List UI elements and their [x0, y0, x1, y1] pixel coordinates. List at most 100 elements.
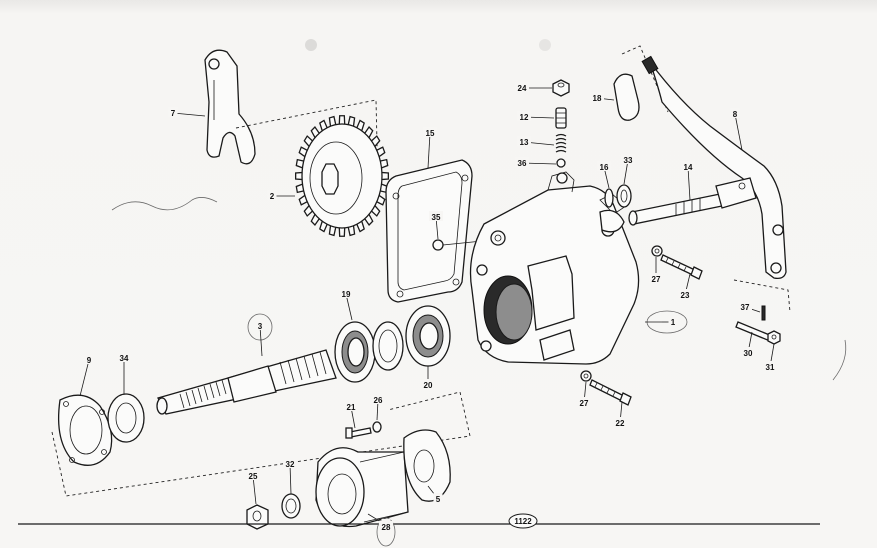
punch-hole	[539, 39, 551, 51]
label-backdrop	[168, 107, 178, 117]
leader-line	[289, 463, 292, 495]
label-backdrop	[621, 154, 635, 164]
part-label: 37	[741, 303, 750, 312]
part-label: 1	[671, 318, 676, 327]
leader-line	[734, 113, 743, 151]
part-label: 18	[593, 94, 602, 103]
leader-line	[687, 166, 691, 201]
label-backdrop	[423, 127, 437, 137]
page-number-text: 1122	[514, 517, 532, 526]
label-backdrop	[344, 401, 358, 411]
part-label: 33	[624, 156, 633, 165]
part-detent-ball	[556, 158, 566, 168]
label-backdrop	[668, 316, 678, 326]
part-main-shaft	[156, 349, 337, 415]
part-label: 9	[87, 356, 92, 365]
part-bearing	[405, 305, 451, 367]
part-label: 5	[436, 495, 441, 504]
part-label: 16	[600, 163, 609, 172]
label-backdrop	[429, 211, 443, 221]
part-label: 35	[432, 213, 441, 222]
part-label: 22	[616, 419, 625, 428]
leader-line	[345, 293, 353, 321]
part-output-flange	[315, 447, 409, 528]
part-label: 14	[684, 163, 693, 172]
part-label: 19	[342, 290, 351, 299]
label-backdrop	[379, 521, 393, 531]
part-bolt-head	[345, 427, 353, 439]
part-bolt	[349, 427, 372, 438]
part-label: 12	[520, 113, 529, 122]
part-plug	[432, 239, 444, 251]
part-selector-shaft	[628, 177, 757, 226]
part-label: 20	[424, 381, 433, 390]
part-label: 32	[286, 460, 295, 469]
part-pin	[761, 305, 766, 321]
label-backdrop	[255, 320, 265, 330]
pencil-annotation	[111, 197, 218, 211]
pencil-annotation	[832, 339, 847, 381]
part-label: 24	[518, 84, 527, 93]
part-label: 28	[382, 523, 391, 532]
part-spacer-ring	[372, 321, 404, 371]
label-backdrop	[371, 394, 385, 404]
leader-line	[252, 475, 257, 505]
label-backdrop	[84, 354, 94, 364]
label-backdrop	[730, 108, 740, 118]
label-backdrop	[678, 289, 692, 299]
leader-line	[172, 112, 206, 117]
label-backdrop	[517, 111, 531, 121]
part-gasket	[385, 159, 473, 303]
part-flange-nut	[246, 504, 269, 530]
part-cover-plate	[57, 394, 113, 466]
part-detent-spring	[555, 133, 567, 153]
part-label: 7	[171, 109, 176, 118]
part-pivot-bolt	[735, 321, 773, 342]
part-gear-lever	[641, 55, 787, 280]
part-shaft-seal	[616, 184, 632, 208]
part-oil-seal	[107, 393, 145, 443]
part-washer	[580, 370, 592, 382]
part-washer	[281, 493, 301, 519]
label-backdrop	[681, 161, 695, 171]
part-label: 13	[520, 138, 529, 147]
part-end-cap	[403, 429, 451, 502]
part-labels: 1235678912131415161819202122232425262727…	[79, 82, 777, 532]
part-detent-nut	[552, 79, 570, 97]
label-backdrop	[283, 458, 297, 468]
label-backdrop	[763, 361, 777, 371]
dashed-guide	[733, 279, 791, 313]
part-washer	[651, 245, 663, 257]
part-bolt	[660, 254, 703, 280]
part-label: 34	[120, 354, 129, 363]
part-shift-fork	[204, 49, 256, 165]
label-backdrop	[613, 417, 627, 427]
part-bolt	[589, 379, 632, 406]
part-label: 3	[258, 322, 263, 331]
label-backdrop	[117, 352, 131, 362]
part-label: 21	[347, 403, 356, 412]
label-backdrop	[738, 301, 752, 311]
part-label: 27	[652, 275, 661, 284]
pencil-annotation	[376, 517, 396, 547]
label-backdrop	[421, 379, 435, 389]
label-backdrop	[515, 157, 529, 167]
label-backdrop	[741, 347, 755, 357]
label-backdrop	[649, 273, 663, 283]
part-gearbox-housing	[469, 171, 640, 365]
part-label: 27	[580, 399, 589, 408]
part-bearing	[334, 321, 376, 383]
label-backdrop	[515, 82, 529, 92]
part-label: 23	[681, 291, 690, 300]
leader-line	[427, 132, 431, 169]
punch-hole	[305, 39, 317, 51]
part-detent-plug	[555, 107, 567, 129]
leader-line	[259, 325, 263, 357]
part-washer	[372, 421, 382, 433]
pencil-annotation	[247, 313, 273, 341]
label-backdrop	[517, 136, 531, 146]
part-label: 8	[733, 110, 738, 119]
part-label: 30	[744, 349, 753, 358]
part-nut	[767, 330, 781, 345]
